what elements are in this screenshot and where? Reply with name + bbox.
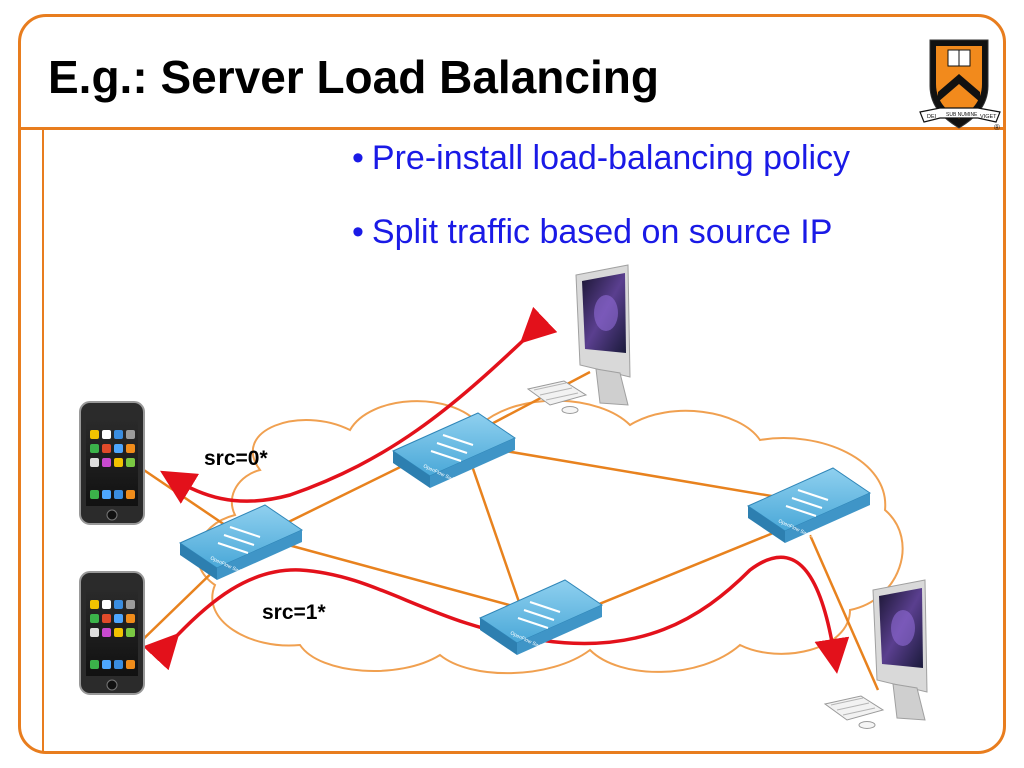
slide-frame bbox=[18, 14, 1006, 754]
smartphone-icon bbox=[79, 401, 145, 525]
logo-banner-word: VIGET bbox=[980, 114, 997, 120]
bullet-dot-icon: • bbox=[352, 139, 364, 177]
desktop-computer-icon bbox=[526, 264, 631, 414]
flow-label-src0: src=0* bbox=[204, 447, 268, 470]
princeton-shield-icon: DEI SUB NUMINE VIGET ® bbox=[919, 39, 1001, 132]
left-margin-rule bbox=[42, 128, 44, 752]
openflow-switch-icon: OpenFlow Switch bbox=[746, 467, 872, 543]
openflow-switch-icon: OpenFlow Switch bbox=[178, 504, 304, 580]
openflow-switch-icon: OpenFlow Switch bbox=[391, 412, 517, 488]
link-switch-bottom-right bbox=[559, 518, 806, 622]
logo-banner-word: SUB NUMINE bbox=[946, 112, 978, 118]
bullet-text: Pre-install load-balancing policy bbox=[371, 139, 851, 177]
registered-mark: ® bbox=[994, 123, 1000, 132]
title-divider bbox=[18, 127, 1006, 130]
slide-title: E.g.: Server Load Balancing bbox=[48, 51, 659, 103]
logo-banner-word: DEI bbox=[927, 114, 937, 120]
openflow-switch-icon: OpenFlow Switch bbox=[478, 579, 604, 655]
flow-label-src1: src=1* bbox=[262, 601, 326, 624]
link-switch-right-server-bottom bbox=[808, 534, 880, 691]
desktop-computer-icon bbox=[823, 579, 928, 729]
flow-src0-arrow bbox=[160, 306, 558, 504]
link-phone-top-ingress bbox=[131, 460, 226, 527]
bullet-item: •Pre-install load-balancing policy bbox=[352, 138, 850, 178]
smartphone-icon bbox=[79, 571, 145, 695]
link-ingress-switch-bottom bbox=[269, 538, 536, 614]
bullet-item: •Split traffic based on source IP bbox=[352, 212, 850, 252]
bullet-text: Split traffic based on source IP bbox=[371, 213, 833, 251]
bullet-dot-icon: • bbox=[352, 213, 364, 251]
bullet-list: •Pre-install load-balancing policy •Spli… bbox=[352, 138, 850, 286]
